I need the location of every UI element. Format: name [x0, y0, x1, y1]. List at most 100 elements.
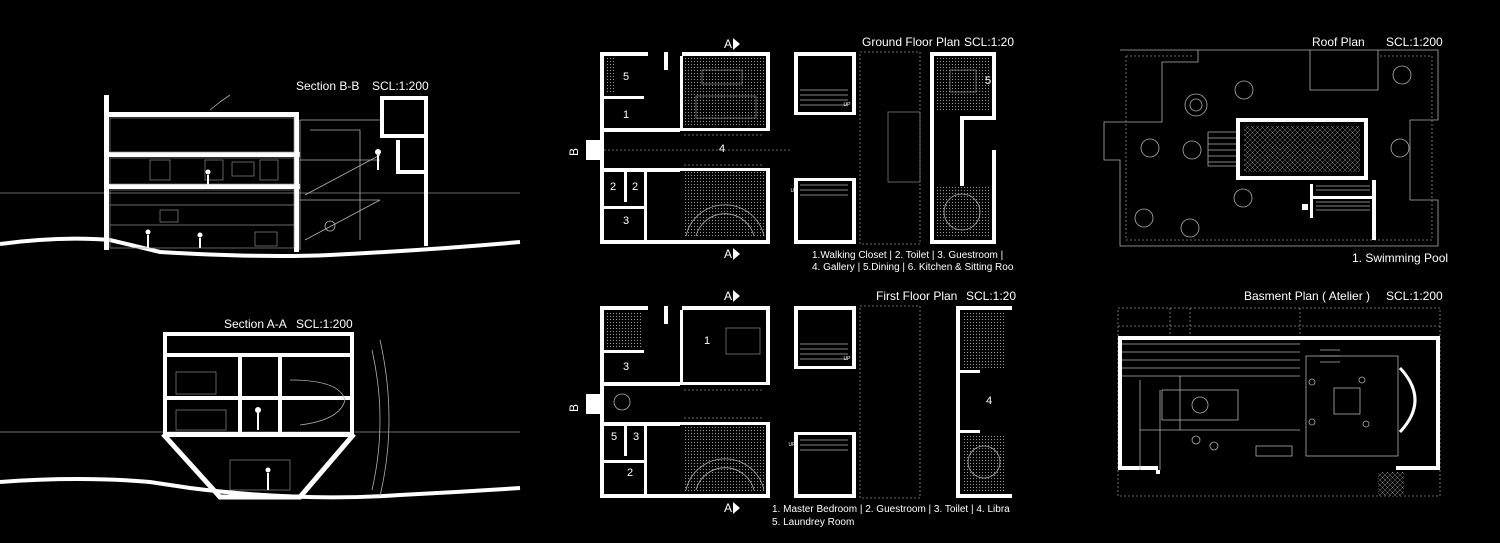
ff-annex-wall	[960, 370, 980, 373]
gf-wall	[680, 128, 770, 131]
basement-chair	[1308, 378, 1316, 386]
ff-wall	[852, 432, 856, 498]
roof-tree	[1180, 218, 1200, 238]
ground-floor-marker-arrow	[733, 248, 740, 260]
ff-toilet-floor	[606, 312, 642, 348]
section-aa-figure	[265, 467, 271, 473]
ff-annex-wall	[956, 306, 960, 498]
ff-spiral-stair	[685, 458, 765, 491]
gf-dining-table	[949, 69, 977, 93]
roof-tree	[1392, 65, 1412, 85]
section-bb-stair	[304, 154, 381, 196]
gf-wall	[600, 52, 648, 56]
section-aa-furniture	[175, 371, 217, 395]
first-floor-side-marker: B	[567, 404, 581, 412]
gf-spiral-stair	[695, 213, 755, 237]
gf-legend-line2: 4. Gallery | 5.Dining | 6. Kitchen & Sit…	[812, 262, 1014, 273]
basement-structure	[1139, 376, 1300, 470]
ff-wall	[604, 460, 644, 463]
gf-wall	[600, 168, 680, 172]
roof-tree	[1390, 138, 1410, 158]
ff-wall	[600, 422, 680, 426]
basement-wall	[1118, 336, 1440, 340]
gf-wall	[852, 178, 856, 244]
first-floor-marker-arrow	[733, 290, 740, 302]
roof-stair-wall	[1372, 180, 1376, 240]
section-bb-ground-line	[0, 236, 521, 258]
first-floor-title: First Floor Plan	[876, 289, 957, 303]
gf-wall	[766, 168, 770, 244]
ff-wall	[600, 306, 648, 310]
gf-wall	[600, 128, 680, 132]
section-bb-basement-room	[109, 189, 295, 249]
section-bb-tower-roof	[380, 96, 428, 100]
roof-round-table	[1184, 93, 1208, 117]
gf-wall	[680, 56, 683, 128]
section-aa-slab	[163, 353, 353, 357]
ff-wall	[680, 310, 683, 382]
gf-wall	[624, 172, 627, 202]
section-aa-scale: SCL:1:200	[296, 317, 353, 331]
roof-stair	[1316, 185, 1370, 211]
ff-spiral-stair	[695, 467, 755, 491]
section-bb-picture	[159, 209, 179, 223]
gf-annex-wall	[960, 116, 964, 186]
gf-stair-up: UP	[844, 102, 852, 108]
ff-room-number: 2	[627, 467, 633, 479]
roof-pool-edge	[1364, 118, 1368, 180]
section-bb-fixture	[324, 220, 336, 232]
ff-annex-floor	[962, 312, 1006, 368]
basement-plan: Basment Plan ( Atelier ) SCL:1:200	[1117, 289, 1443, 497]
roof-pool-edge	[1236, 176, 1368, 180]
section-bb-ground-slab	[104, 184, 300, 189]
roof-tree	[1234, 80, 1254, 100]
basement-stair	[1320, 349, 1340, 363]
gf-room-number: 1	[623, 109, 629, 121]
section-bb-figure	[375, 149, 381, 155]
roof-stair-wall	[1310, 196, 1374, 199]
section-bb-frame	[204, 159, 224, 181]
basement-terraced-steps	[1122, 343, 1300, 377]
gf-room-number: 4	[719, 143, 725, 155]
gf-wall	[604, 206, 644, 209]
roof-tree	[1140, 138, 1160, 158]
section-bb: Section B-B SCL:1:200	[0, 79, 521, 258]
gf-kitchen-island	[701, 69, 743, 85]
gf-dining-floor	[936, 58, 990, 112]
roof-pool-edge	[1236, 118, 1368, 122]
basement-table-circle	[1191, 396, 1209, 414]
ff-stair-up: UP	[789, 442, 797, 448]
section-aa-curved-wall	[371, 349, 381, 491]
ff-wall	[680, 382, 770, 385]
section-bb-figure	[205, 169, 211, 175]
section-bb-first-room	[109, 117, 295, 153]
gf-void-inner	[887, 111, 921, 183]
gf-wall	[680, 168, 770, 171]
roof-pool-steps	[1207, 131, 1236, 167]
roof-plan: Roof Plan SCL:1:200 1. Swimming Pool	[1103, 35, 1448, 265]
gf-room-number: 5	[623, 71, 629, 83]
roof-round-table	[1189, 98, 1203, 112]
roof-tree	[1134, 208, 1154, 228]
first-floor-scale: SCL:1:20	[966, 289, 1016, 303]
section-bb-figure	[197, 232, 203, 238]
ff-stair	[800, 439, 848, 451]
gf-spiral-stair	[685, 204, 765, 237]
basement-wall	[1396, 466, 1440, 470]
gf-annex-wall	[930, 240, 996, 244]
basement-chair	[1362, 420, 1370, 428]
section-aa-partition	[278, 353, 282, 433]
basement-wall	[1436, 336, 1440, 470]
ff-wall	[604, 350, 644, 353]
gf-wall	[604, 96, 644, 99]
ff-legend-line2: 5. Laundrey Room	[772, 517, 854, 528]
gf-stair	[800, 89, 848, 106]
section-aa-furniture	[175, 409, 227, 431]
section-aa-partition	[238, 353, 242, 433]
section-bb-frame	[259, 159, 279, 181]
section-bb-picture	[231, 161, 255, 177]
basement-lightwell	[1378, 472, 1404, 496]
basement-chair	[1358, 376, 1366, 384]
gf-void	[859, 51, 921, 245]
ff-wall	[624, 426, 627, 456]
